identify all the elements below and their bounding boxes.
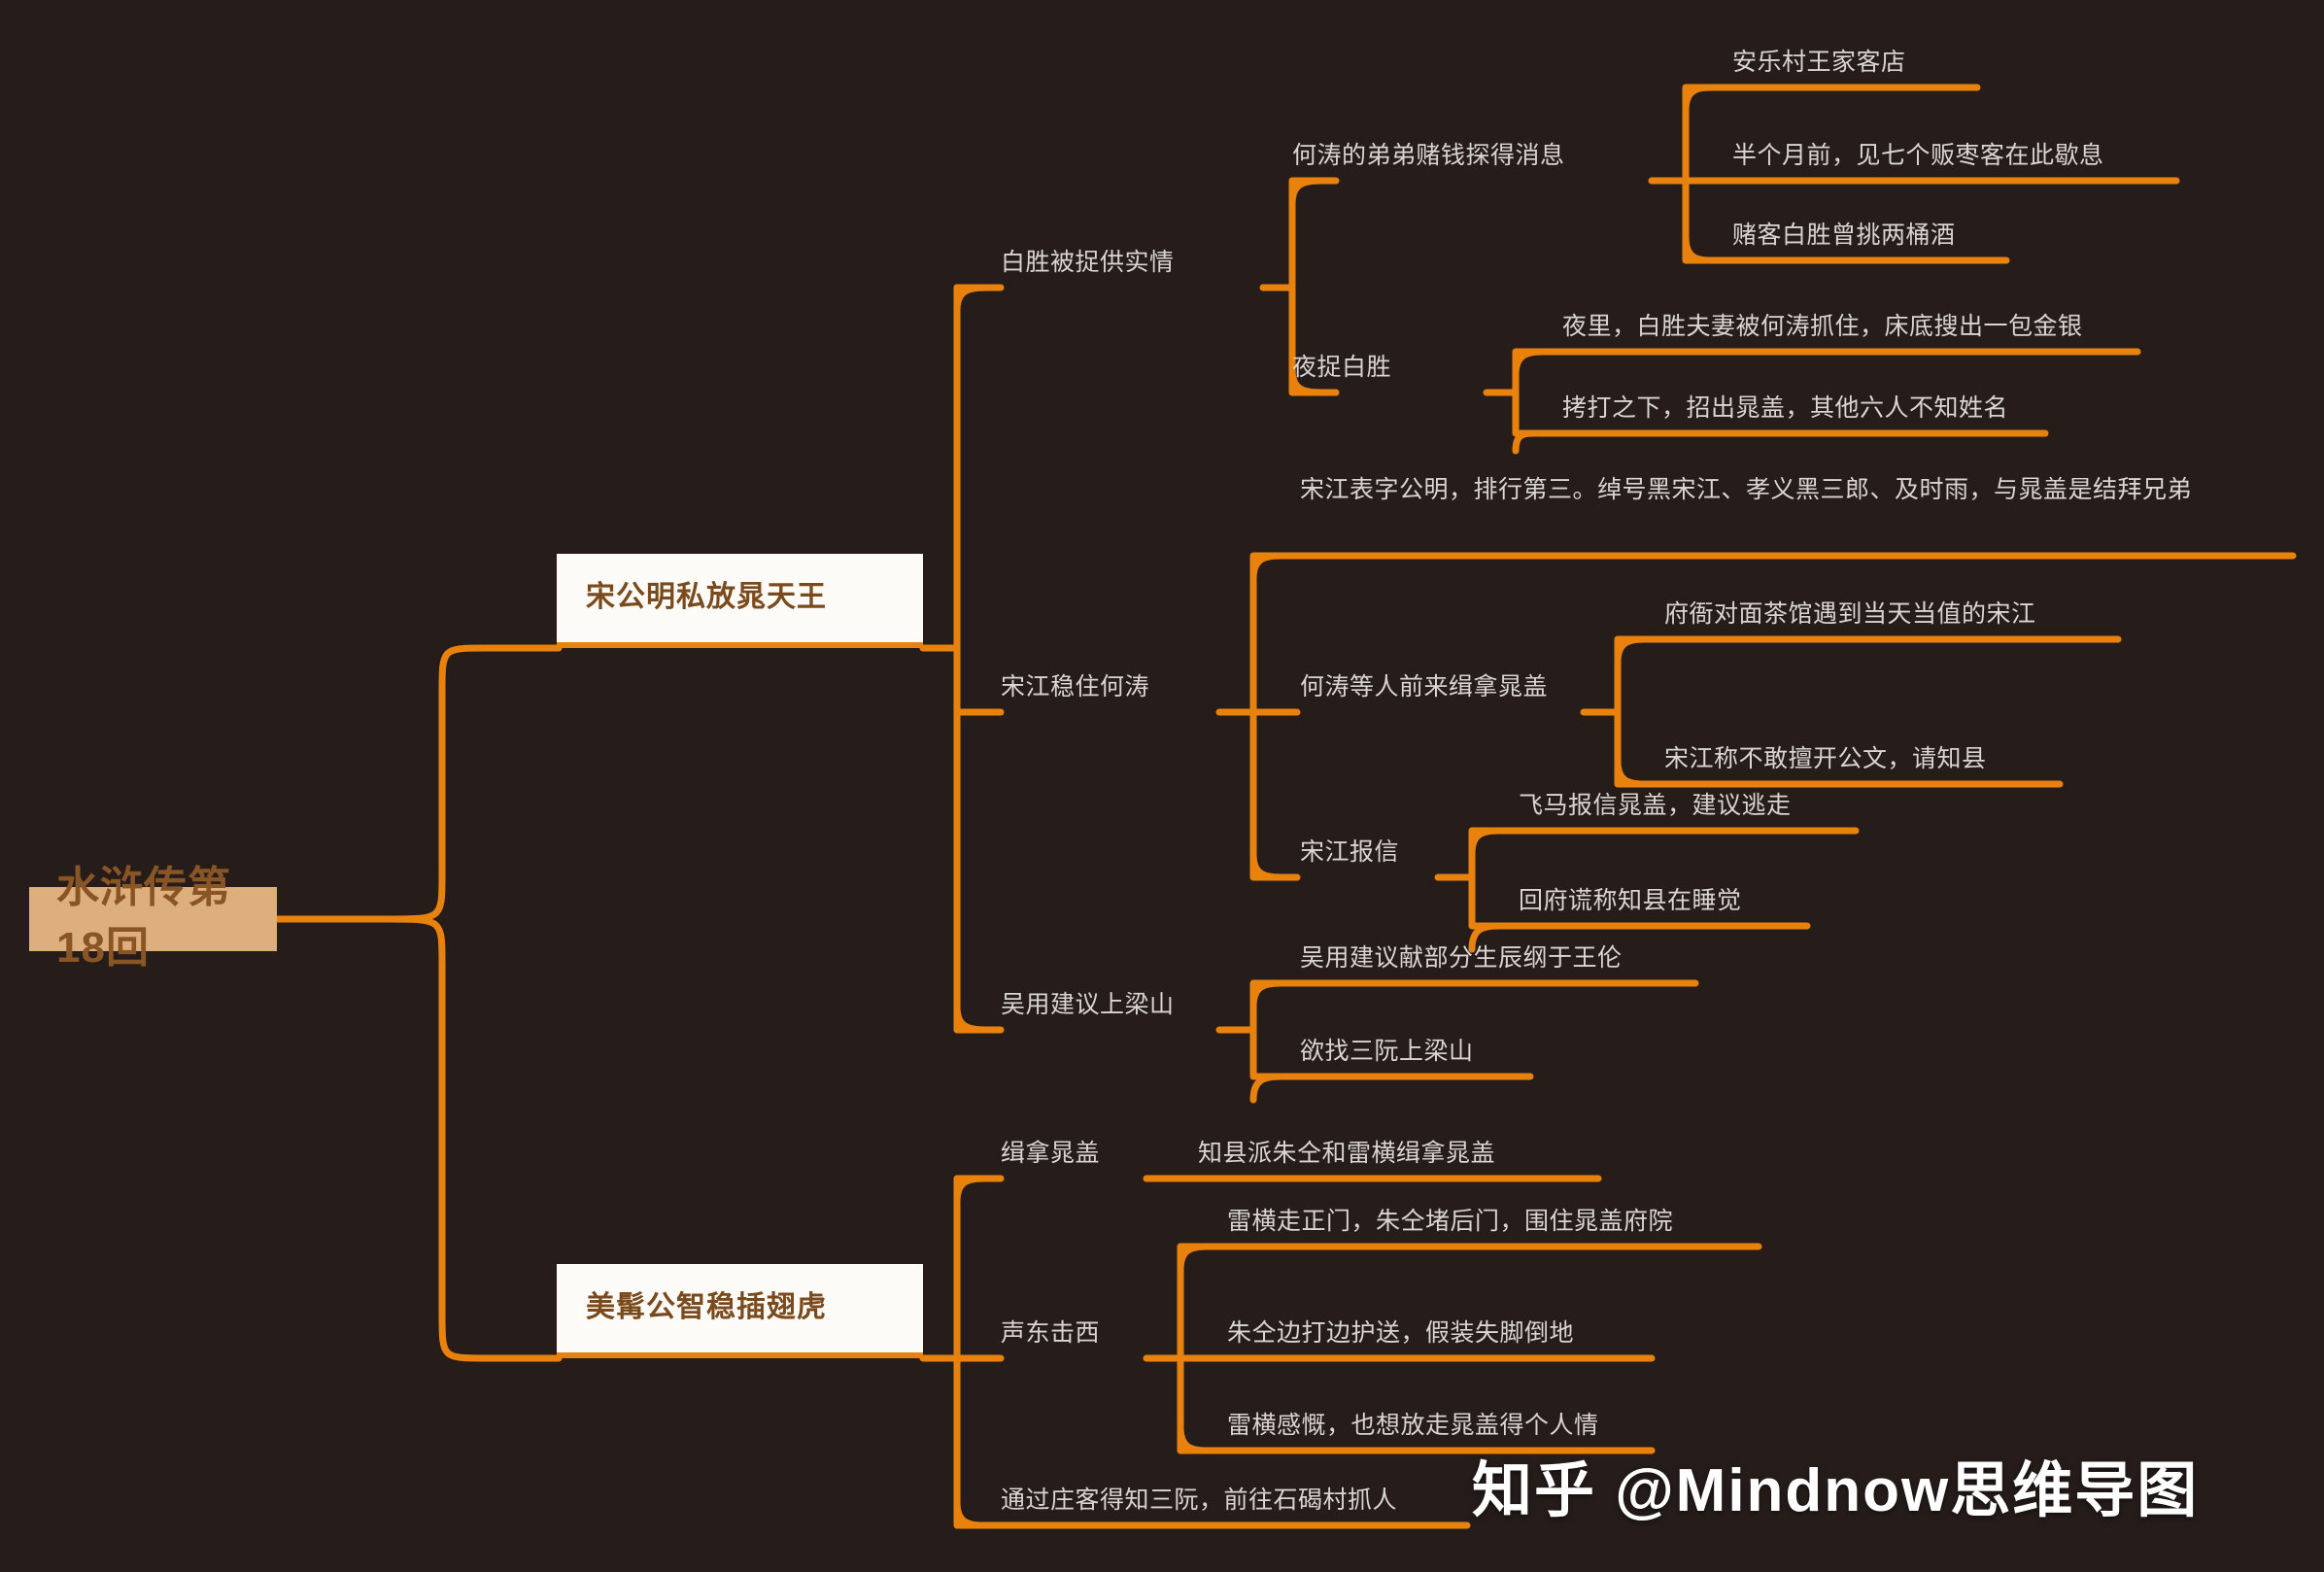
root-node-label: 水浒传第18回: [56, 863, 231, 972]
leaf-ye-li-bai-sheng-fu-qi[interactable]: 夜里，白胜夫妻被何涛抓住，床底搜出一包金银: [1562, 313, 2083, 340]
root-node[interactable]: 水浒传第18回: [29, 864, 277, 972]
topic-ji-na-chao-gai[interactable]: 缉拿晁盖: [1001, 1140, 1101, 1167]
leaf-wu-yong-jian-yi-xian-sheng-chen-gang[interactable]: 吴用建议献部分生辰纲于王伦: [1300, 944, 1623, 972]
leaf-yu-zhao-san-ruan[interactable]: 欲找三阮上梁山: [1300, 1038, 1474, 1065]
branch-node-song-gong-ming[interactable]: 宋公明私放晁天王: [557, 554, 923, 648]
leaf-song-jiang-biao-zi-gong-ming[interactable]: 宋江表字公明，排行第三。绰号黑宋江、孝义黑三郎、及时雨，与晁盖是结拜兄弟: [1300, 476, 2193, 503]
leaf-hui-fu-huang-cheng[interactable]: 回府谎称知县在睡觉: [1519, 887, 1742, 914]
topic-song-jiang-wen-zhu-he-tao[interactable]: 宋江稳住何涛: [1001, 673, 1150, 701]
leaf-kao-da-zhi-xia[interactable]: 拷打之下，招出晁盖，其他六人不知姓名: [1562, 394, 2009, 422]
branch-node-mei-ran-gong[interactable]: 美髯公智稳插翅虎: [557, 1264, 923, 1358]
leaf-du-ke-bai-sheng-tiao-jiu[interactable]: 赌客白胜曾挑两桶酒: [1732, 222, 1956, 249]
leaf-zhi-xian-pai-zhu-tong-lei-heng[interactable]: 知县派朱仝和雷横缉拿晁盖: [1198, 1140, 1496, 1167]
branch-node-label: 宋公明私放晁天王: [586, 581, 827, 614]
leaf-lei-heng-zou-zheng-men[interactable]: 雷横走正门，朱仝堵后门，围住晁盖府院: [1227, 1208, 1674, 1235]
leaf-an-le-cun-wang-jia-ke-dian[interactable]: 安乐村王家客店: [1732, 49, 1906, 76]
topic-he-tao-deng-ren-qian-lai[interactable]: 何涛等人前来缉拿晁盖: [1300, 673, 1549, 701]
topic-he-tao-di-di-du-qian[interactable]: 何涛的弟弟赌钱探得消息: [1292, 142, 1565, 169]
topic-tong-guo-zhuang-ke-de-zhi-san-ruan[interactable]: 通过庄客得知三阮，前往石碣村抓人: [1001, 1487, 1398, 1514]
leaf-zhu-tong-bian-da-bian-hu-song[interactable]: 朱仝边打边护送，假装失脚倒地: [1227, 1319, 1575, 1347]
topic-song-jiang-bao-xin[interactable]: 宋江报信: [1300, 838, 1400, 866]
topic-ye-zhuo-bai-sheng[interactable]: 夜捉白胜: [1292, 354, 1392, 381]
leaf-fu-ya-dui-mian-cha-guan[interactable]: 府衙对面茶馆遇到当天当值的宋江: [1664, 600, 2036, 628]
leaf-song-jiang-cheng-bu-gan[interactable]: 宋江称不敢擅开公文，请知县: [1664, 745, 1987, 772]
topic-bai-sheng-gong-shi-qing[interactable]: 白胜被捉供实情: [1001, 249, 1175, 276]
watermark: 知乎 @Mindnow思维导图: [1472, 1457, 2200, 1524]
leaf-lei-heng-gan-kai[interactable]: 雷横感慨，也想放走晁盖得个人情: [1227, 1412, 1599, 1439]
leaf-fei-ma-bao-xin-chao-gai[interactable]: 飞马报信晁盖，建议逃走: [1519, 792, 1792, 819]
topic-sheng-dong-ji-xi[interactable]: 声东击西: [1001, 1319, 1101, 1347]
topic-wu-yong-jian-yi-shang-liang-shan[interactable]: 吴用建议上梁山: [1001, 991, 1175, 1018]
branch-node-label: 美髯公智稳插翅虎: [586, 1291, 827, 1324]
leaf-ban-ge-yue-qian[interactable]: 半个月前，见七个贩枣客在此歇息: [1732, 142, 2104, 169]
